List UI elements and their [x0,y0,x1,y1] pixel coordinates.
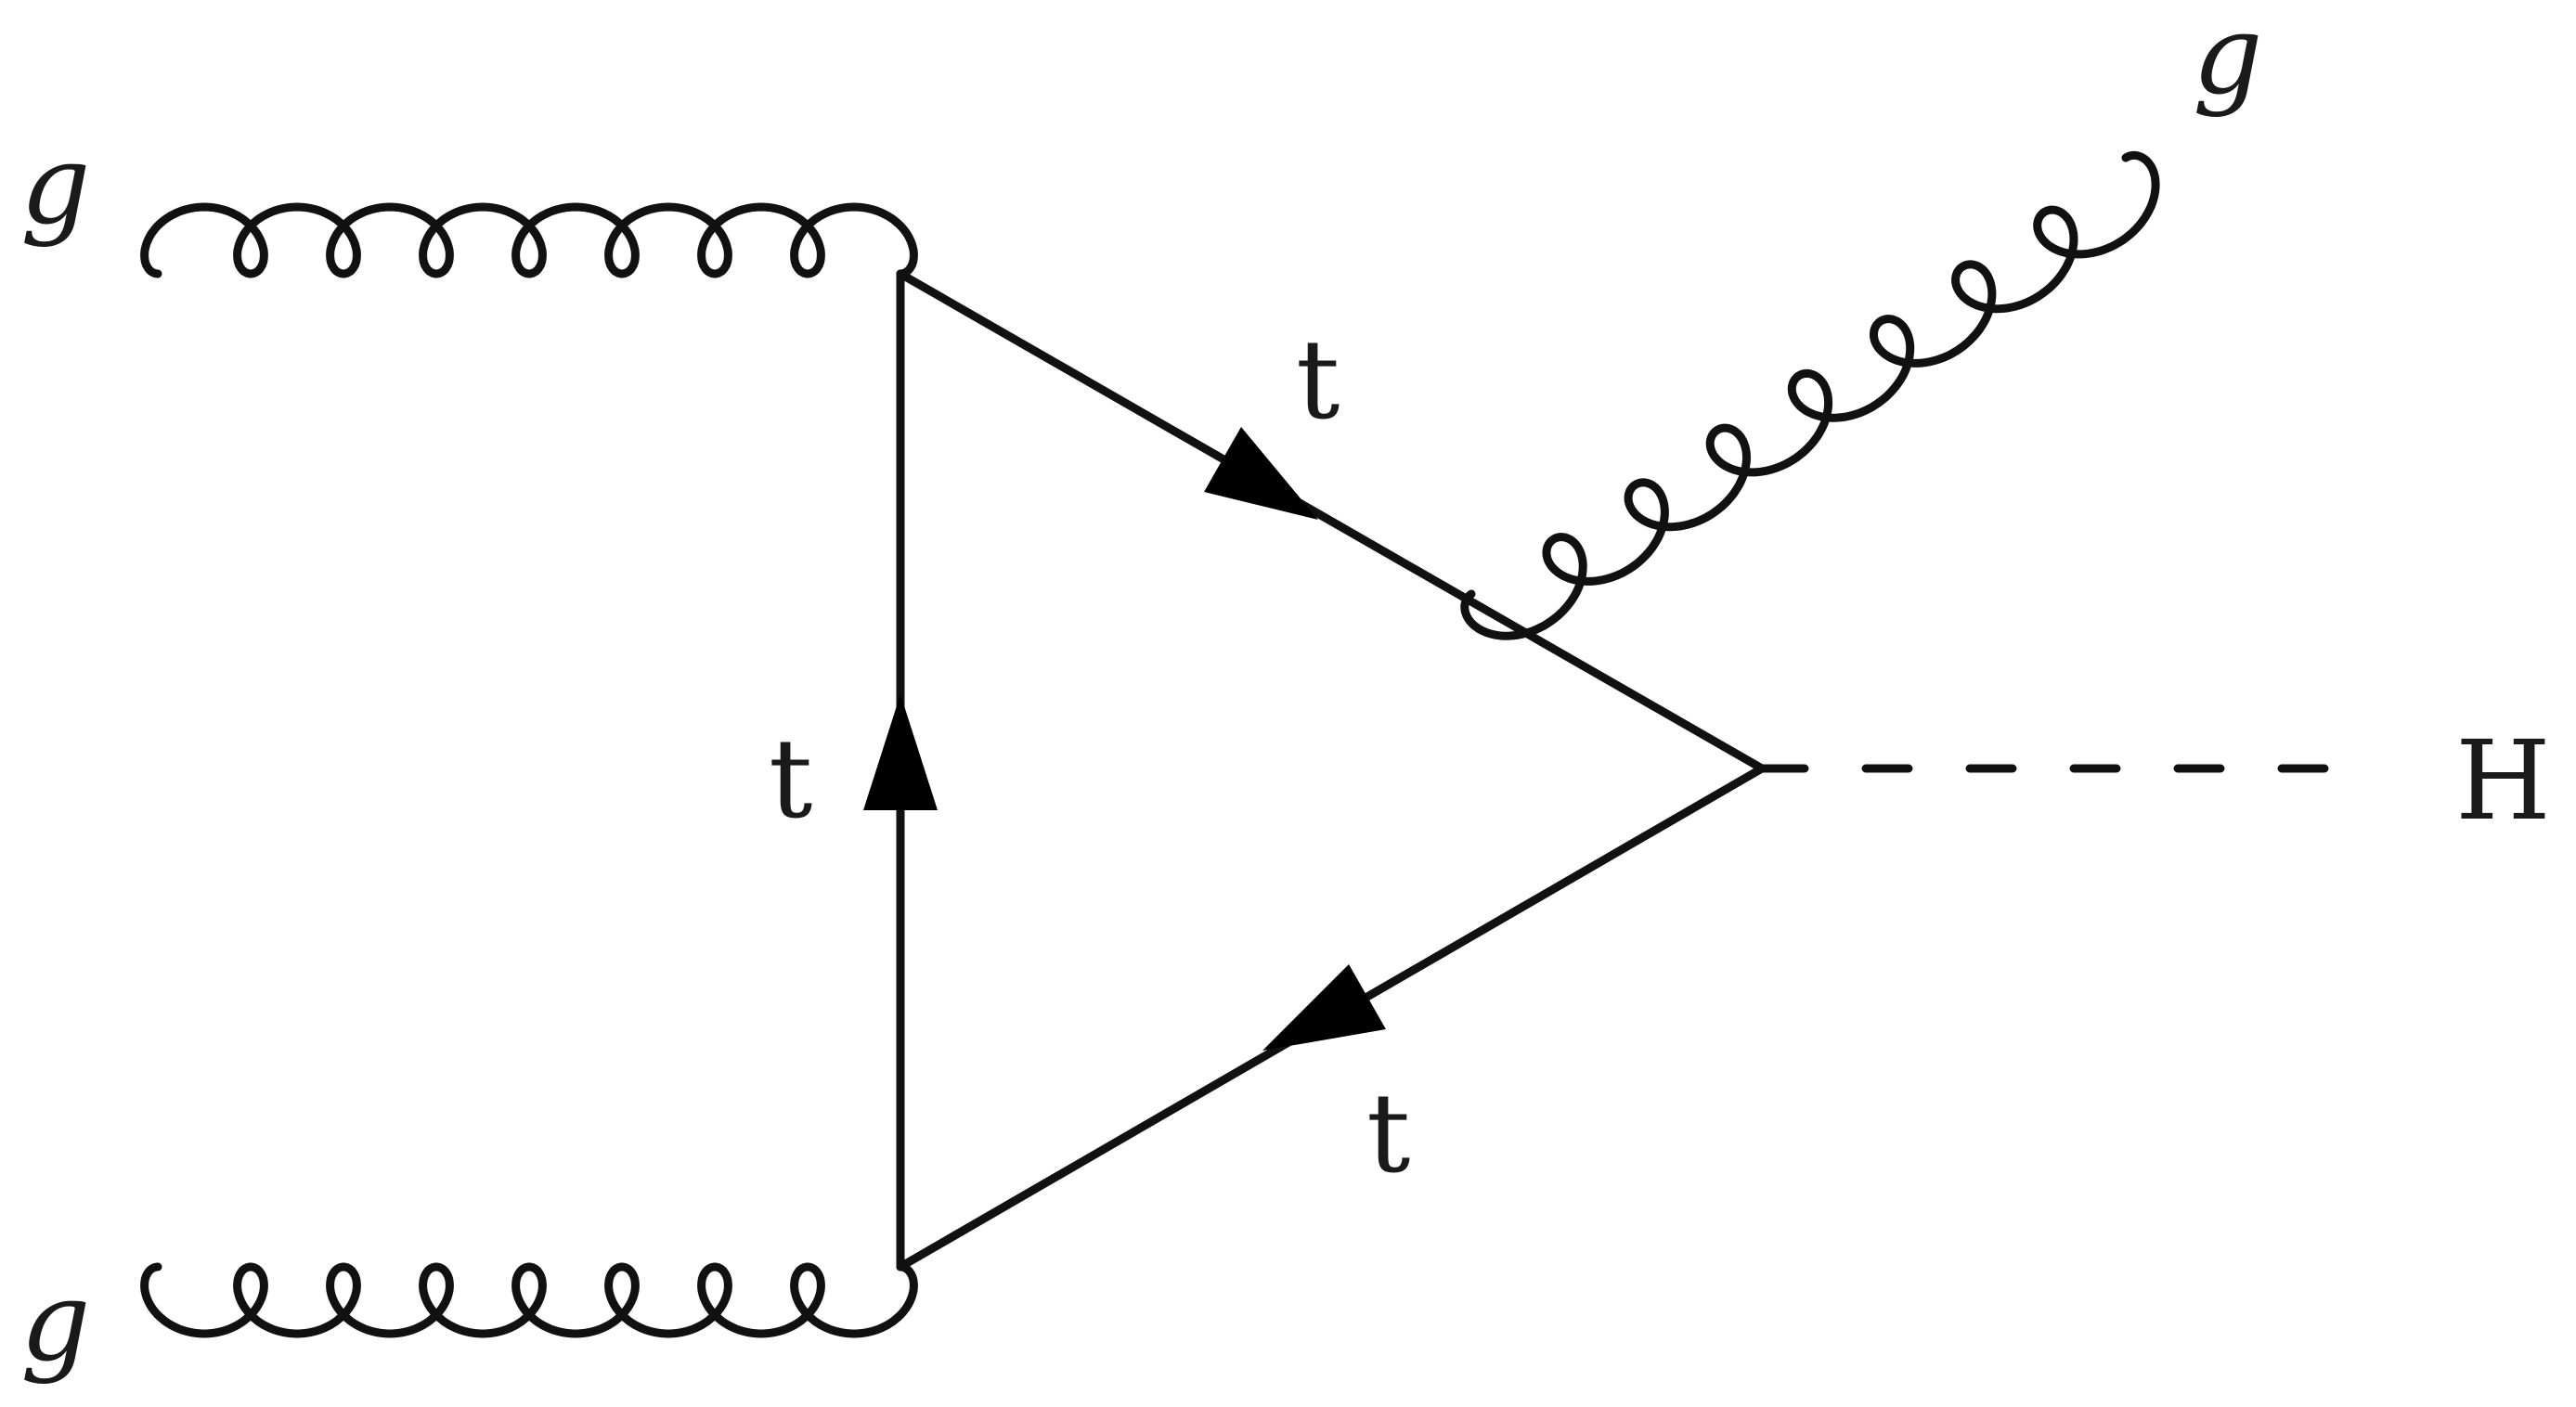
label-gluon-in-top: g [20,121,91,249]
fermion-arrow-vertical [863,694,938,810]
fermion-arrow-upper [1204,427,1318,520]
gluon-line-incoming-bottom [140,1262,918,1338]
gluon-line-outgoing [1460,150,2160,640]
label-top-lower: t [1366,1069,1410,1197]
label-gluon-in-bottom: g [20,1258,91,1386]
top-quark-upper-line [896,269,1767,773]
fermion-arrow-lower [1262,964,1386,1051]
label-gluon-out: g [2193,0,2263,119]
label-higgs: H [2455,716,2551,845]
gluon-line-incoming-top [140,202,918,278]
label-top-vertical: t [769,715,812,843]
label-top-upper: t [1296,316,1340,444]
